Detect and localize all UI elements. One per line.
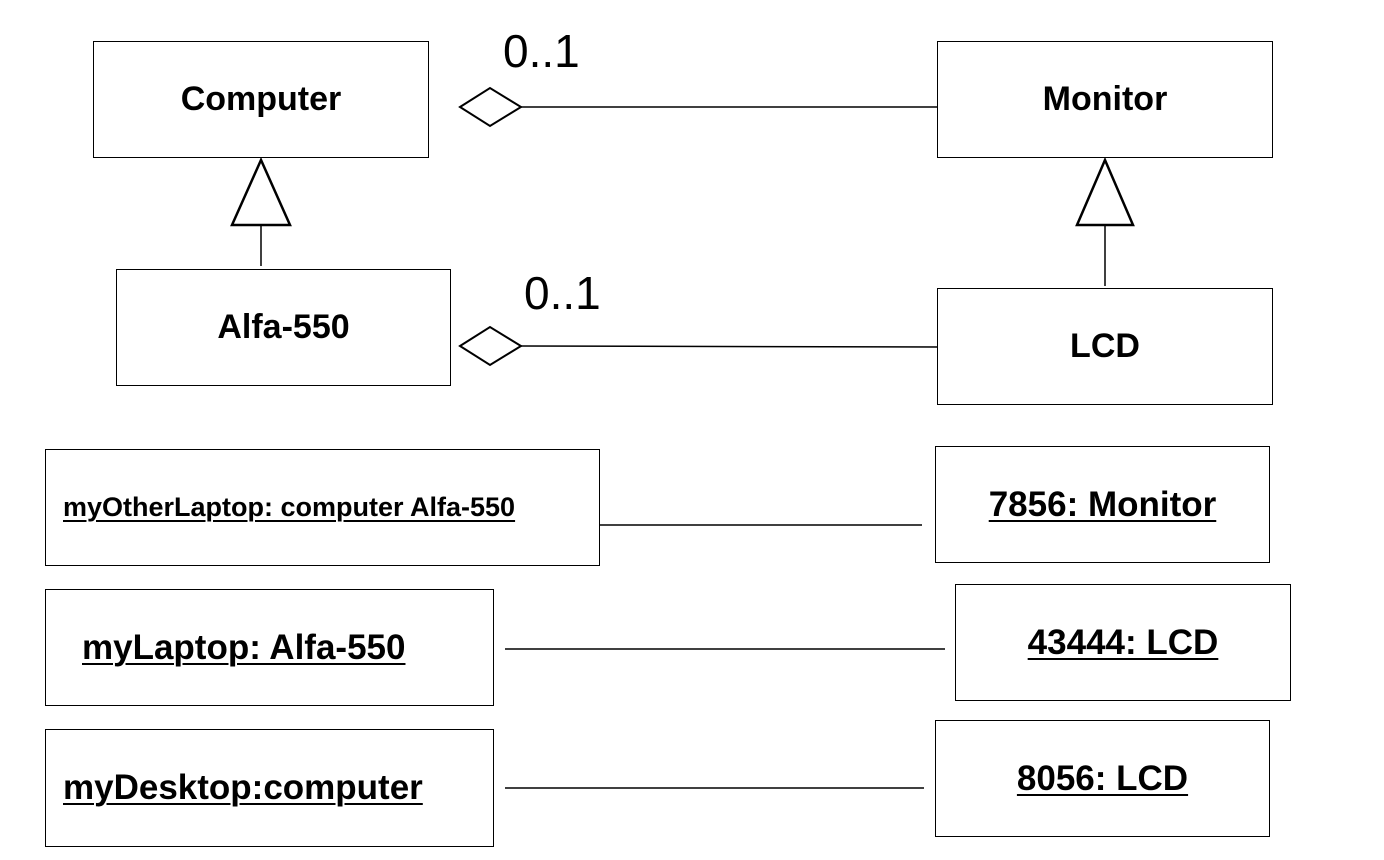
object-lcd-43444[interactable]: 43444: LCD [955, 584, 1291, 701]
class-computer[interactable]: Computer [93, 41, 429, 158]
aggregation-diamond-computer [458, 86, 523, 128]
class-lcd-label: LCD [1070, 327, 1140, 365]
class-alfa-550-label: Alfa-550 [217, 308, 350, 346]
class-monitor[interactable]: Monitor [937, 41, 1273, 158]
association-alfa550-lcd [520, 345, 941, 348]
object-my-desktop[interactable]: myDesktop:computer [45, 729, 494, 847]
class-alfa-550[interactable]: Alfa-550 [116, 269, 451, 386]
object-lcd-8056-label: 8056: LCD [1016, 758, 1189, 798]
object-monitor-7856[interactable]: 7856: Monitor [935, 446, 1270, 563]
multiplicity-alfa550-lcd: 0..1 [524, 267, 601, 319]
class-computer-label: Computer [180, 80, 342, 118]
object-monitor-7856-label: 7856: Monitor [988, 484, 1217, 524]
class-monitor-label: Monitor [1042, 80, 1168, 118]
object-lcd-43444-label: 43444: LCD [1027, 622, 1219, 662]
multiplicity-computer-monitor: 0..1 [503, 25, 580, 77]
aggregation-diamond-alfa550 [458, 325, 523, 367]
object-my-laptop-label: myLaptop: Alfa-550 [82, 627, 406, 667]
inheritance-triangle-monitor [1075, 156, 1135, 227]
inheritance-triangle-computer [230, 156, 292, 227]
class-lcd[interactable]: LCD [937, 288, 1273, 405]
object-my-other-laptop-label: myOtherLaptop: computer Alfa-550 [63, 492, 516, 522]
object-lcd-8056[interactable]: 8056: LCD [935, 720, 1270, 837]
object-my-other-laptop[interactable]: myOtherLaptop: computer Alfa-550 [45, 449, 600, 566]
object-my-desktop-label: myDesktop:computer [63, 768, 423, 807]
object-my-laptop[interactable]: myLaptop: Alfa-550 [45, 589, 494, 706]
